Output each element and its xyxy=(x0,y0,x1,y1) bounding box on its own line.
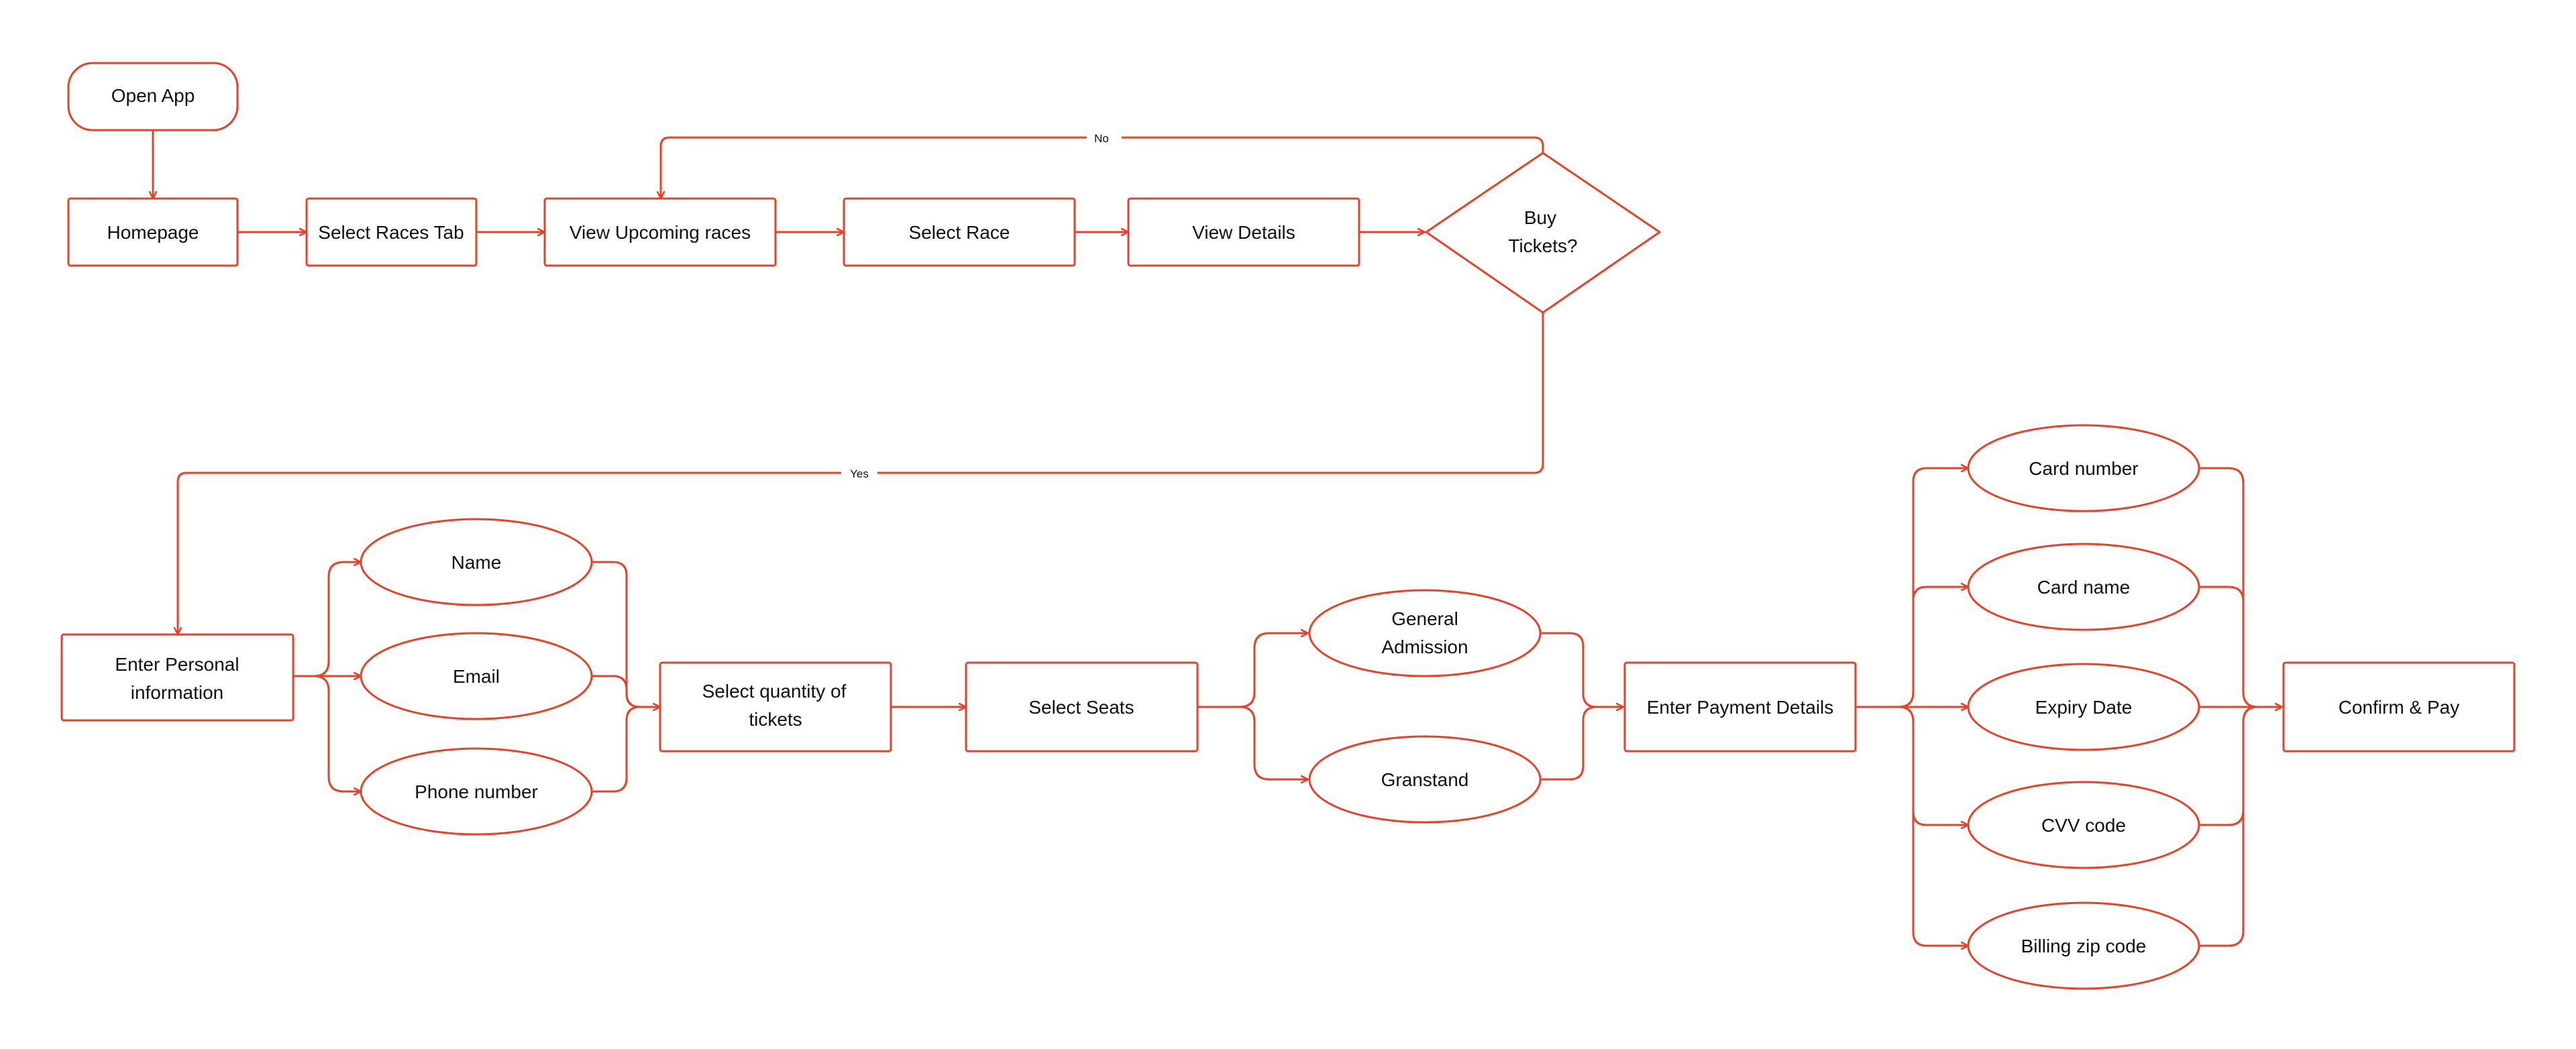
edge-cvv-to-confirm xyxy=(2199,810,2245,826)
node-select-races-tab: Select Races Tab xyxy=(305,197,478,267)
svg-text:Name: Name xyxy=(451,552,502,573)
svg-text:Select quantity of: Select quantity of xyxy=(702,681,847,702)
node-enter-payment-details: Enter Payment Details xyxy=(1623,661,1857,753)
edge-phone-to-quantity xyxy=(592,706,660,793)
svg-text:View Details: View Details xyxy=(1192,222,1295,243)
edge-no-loop xyxy=(661,136,1544,199)
node-open-app: Open App xyxy=(67,62,239,131)
edge-payment-to-cvv-branch xyxy=(1912,811,1968,825)
svg-text:information: information xyxy=(131,682,224,703)
node-card-name: Card name xyxy=(1967,543,2200,631)
svg-text:Select Race: Select Race xyxy=(909,222,1010,243)
node-view-details: View Details xyxy=(1127,197,1360,267)
node-select-seats: Select Seats xyxy=(965,661,1199,753)
svg-text:Homepage: Homepage xyxy=(107,222,199,243)
node-phone-number: Phone number xyxy=(360,747,593,836)
svg-text:Buy: Buy xyxy=(1524,207,1556,228)
svg-text:View Upcoming races: View Upcoming races xyxy=(570,222,751,243)
svg-text:Phone number: Phone number xyxy=(415,781,538,802)
node-cvv-code: CVV code xyxy=(1967,781,2200,869)
edge-payment-to-cvv xyxy=(1856,706,1968,946)
node-select-race: Select Race xyxy=(843,197,1076,267)
node-granstand: Granstand xyxy=(1308,735,1542,824)
edge-personal-to-phone xyxy=(293,675,361,791)
node-view-upcoming-races: View Upcoming races xyxy=(543,197,777,267)
node-buy-tickets-decision: Buy Tickets? xyxy=(1425,152,1661,314)
node-enter-personal-information: Enter Personal information xyxy=(60,633,294,722)
edge-billing-to-confirm xyxy=(2199,706,2259,947)
edge-cardname-to-confirm xyxy=(2199,586,2245,602)
node-homepage: Homepage xyxy=(67,197,239,267)
node-expiry-date: Expiry Date xyxy=(1967,663,2200,751)
svg-text:General: General xyxy=(1391,608,1458,629)
node-card-number: Card number xyxy=(1967,424,2200,512)
svg-text:tickets: tickets xyxy=(749,709,802,730)
connectors xyxy=(153,130,2282,946)
svg-text:Select Seats: Select Seats xyxy=(1028,697,1134,718)
svg-text:Enter Personal: Enter Personal xyxy=(115,654,239,675)
node-confirm-pay: Confirm & Pay xyxy=(2282,661,2516,753)
edge-seats-to-granstand xyxy=(1197,706,1308,779)
edge-email-to-quantity xyxy=(592,675,660,708)
svg-text:Enter Payment Details: Enter Payment Details xyxy=(1647,697,1834,718)
svg-text:CVV code: CVV code xyxy=(2041,815,2126,836)
node-email: Email xyxy=(360,632,593,720)
node-name: Name xyxy=(360,518,593,606)
svg-text:Billing zip code: Billing zip code xyxy=(2021,936,2147,956)
node-billing-zip-code: Billing zip code xyxy=(1967,901,2200,990)
edge-granstand-to-payment xyxy=(1540,706,1623,781)
svg-text:Card number: Card number xyxy=(2029,458,2138,479)
svg-text:Confirm & Pay: Confirm & Pay xyxy=(2339,697,2460,718)
edge-label-yes: Yes xyxy=(850,467,869,480)
edge-personal-to-name xyxy=(293,562,361,677)
svg-text:Expiry Date: Expiry Date xyxy=(2035,697,2133,718)
svg-text:Card name: Card name xyxy=(2037,577,2131,598)
edge-seats-to-general xyxy=(1197,633,1308,708)
svg-text:Open App: Open App xyxy=(111,85,195,106)
svg-text:Admission: Admission xyxy=(1381,637,1468,657)
edge-payment-to-cardname xyxy=(1912,587,1968,601)
svg-text:Granstand: Granstand xyxy=(1381,769,1469,790)
node-select-quantity: Select quantity of tickets xyxy=(659,661,892,753)
edge-general-to-payment xyxy=(1540,632,1623,707)
svg-text:Email: Email xyxy=(453,666,500,687)
svg-text:Select Races Tab: Select Races Tab xyxy=(318,222,464,243)
edge-label-no: No xyxy=(1094,132,1109,145)
svg-text:Tickets?: Tickets? xyxy=(1508,235,1577,256)
node-general-admission: General Admission xyxy=(1308,589,1542,677)
